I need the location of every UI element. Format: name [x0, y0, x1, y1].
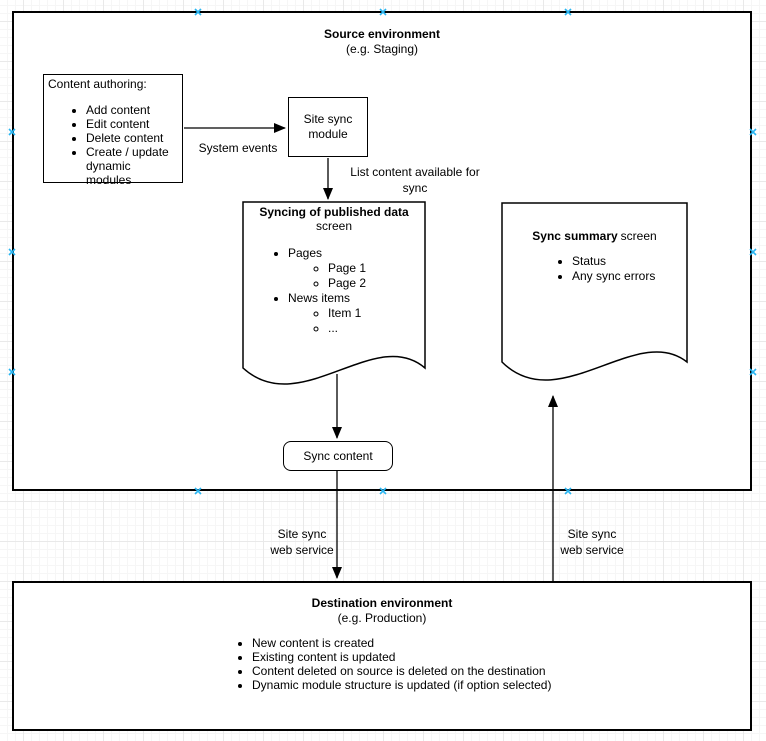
connection-point-icon[interactable] [379, 8, 387, 16]
sync-summary-title: Sync summary [532, 229, 618, 243]
left-web-service-label: Site sync web service [270, 527, 334, 557]
list-item: Dynamic module structure is updated (if … [252, 678, 551, 692]
connection-points [8, 8, 757, 495]
list-content-label: List content available for sync [350, 165, 480, 195]
syncing-screen-title: Syncing of published data [259, 205, 409, 219]
right-web-service-label: Site sync web service [560, 527, 624, 557]
content-authoring-title: Content authoring: [48, 77, 147, 91]
destination-environment-subtitle: (e.g. Production) [337, 611, 427, 625]
connection-point-icon[interactable] [194, 487, 202, 495]
source-environment-title-block: Source environment (e.g. Staging) [14, 27, 750, 57]
connection-point-icon[interactable] [379, 487, 387, 495]
list-item: ... [328, 321, 366, 336]
destination-environment-list: New content is created Existing content … [212, 636, 551, 692]
sync-summary-document[interactable] [501, 202, 688, 381]
list-item: Delete content [86, 131, 178, 145]
list-item: Create / update dynamic modules [86, 145, 178, 187]
sync-summary-list: Status Any sync errors [532, 254, 655, 284]
list-item: Any sync errors [572, 269, 655, 284]
destination-environment-shape[interactable]: Destination environment (e.g. Production… [12, 581, 752, 731]
connection-point-icon[interactable] [564, 487, 572, 495]
list-item: Page 1 [328, 261, 366, 276]
source-environment-title: Source environment [323, 27, 441, 41]
sublist: Page 1 Page 2 [288, 261, 366, 291]
connection-point-icon[interactable] [194, 8, 202, 16]
list-item: Existing content is updated [252, 650, 551, 664]
connection-point-icon[interactable] [564, 8, 572, 16]
list-item: New content is created [252, 636, 551, 650]
connection-point-icon[interactable] [8, 248, 16, 256]
connection-point-icon[interactable] [8, 128, 16, 136]
destination-environment-title-block: Destination environment (e.g. Production… [14, 596, 750, 626]
sync-content-button-label: Sync content [303, 449, 373, 463]
list-item: Item 1 [328, 306, 366, 321]
list-item: News items Item 1 ... [288, 291, 366, 336]
connection-point-icon[interactable] [749, 128, 757, 136]
destination-environment-title: Destination environment [311, 596, 453, 610]
content-authoring-box[interactable]: Content authoring: Add content Edit cont… [43, 74, 183, 187]
list-item: Status [572, 254, 655, 269]
content-authoring-list: Add content Edit content Delete content … [48, 103, 178, 187]
sync-content-button[interactable]: Sync content [283, 441, 393, 471]
site-sync-module-box[interactable]: Site sync module [288, 97, 368, 157]
system-events-label: System events [198, 141, 278, 155]
syncing-screen-subtitle: screen [315, 219, 353, 233]
list-item: Edit content [86, 117, 178, 131]
sublist: Item 1 ... [288, 306, 366, 336]
list-item-label: News items [288, 291, 351, 305]
connection-point-icon[interactable] [8, 368, 16, 376]
syncing-screen-title-block: Syncing of published data screen [243, 205, 425, 233]
list-item: Pages Page 1 Page 2 [288, 246, 366, 291]
site-sync-module-label: Site sync module [303, 112, 353, 141]
list-item: Page 2 [328, 276, 366, 291]
sync-summary-title-suffix: screen [620, 229, 657, 243]
list-item-label: Pages [288, 246, 323, 260]
source-environment-subtitle: (e.g. Staging) [345, 42, 419, 56]
syncing-screen-list: Pages Page 1 Page 2 News items Item 1 ..… [248, 246, 366, 336]
connection-point-icon[interactable] [749, 368, 757, 376]
list-item: Add content [86, 103, 178, 117]
list-item: Content deleted on source is deleted on … [252, 664, 551, 678]
syncing-screen-document[interactable] [242, 201, 426, 385]
connection-point-icon[interactable] [749, 248, 757, 256]
